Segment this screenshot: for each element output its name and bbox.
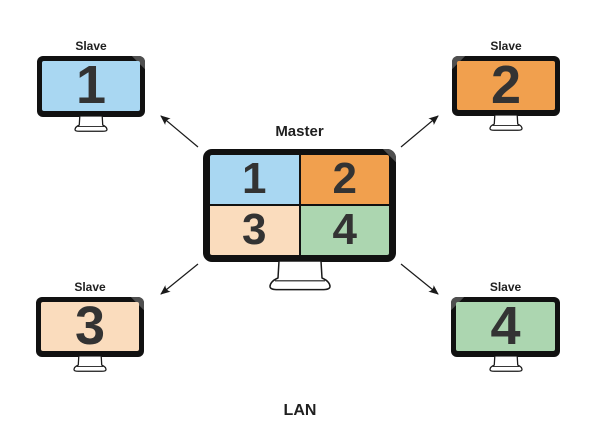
slave-4-bezel: 4 [451, 297, 560, 357]
slave-monitor-2: Slave 2 [452, 39, 560, 131]
monitor-stand [74, 116, 108, 132]
slave-monitor-3: Slave 3 [36, 280, 144, 372]
master-quadrant-2: 2 [300, 155, 389, 204]
slave-2-bezel: 2 [452, 56, 560, 116]
master-monitor: Master 1 2 3 4 [203, 123, 396, 291]
slave-2-number: 2 [490, 56, 522, 115]
slave-1-bezel: 1 [37, 56, 145, 117]
lan-caption: LAN [283, 402, 317, 419]
slave-4-number: 4 [490, 297, 521, 356]
master-quadrant-3-number: 3 [242, 204, 267, 254]
slave-3-number: 3 [74, 297, 106, 356]
slave-3-screen: 3 [41, 297, 139, 356]
slave-1-number: 1 [75, 56, 107, 115]
slave-1-screen: 1 [42, 56, 140, 115]
master-quadrant-4-number: 4 [332, 204, 357, 254]
master-label: Master [275, 123, 324, 140]
slave-4-label: Slave [489, 280, 522, 294]
slave-monitor-4: Slave 4 [451, 280, 560, 372]
slave-3-bezel: 3 [36, 297, 144, 357]
master-screen: 1 2 3 4 [210, 155, 389, 255]
arrow-master-to-slave-3 [160, 263, 199, 295]
master-quadrant-1: 1 [210, 155, 299, 204]
monitor-stand [268, 261, 331, 291]
arrow-master-to-slave-1 [160, 115, 199, 148]
master-quadrant-4: 4 [300, 204, 389, 255]
slave-4-screen: 4 [456, 297, 555, 356]
slave-monitor-1: Slave 1 [37, 39, 145, 132]
master-quadrant-2-number: 2 [332, 155, 357, 203]
monitor-stand [73, 356, 107, 372]
slave-1-label: Slave [75, 39, 107, 53]
monitor-stand [488, 356, 523, 372]
master-quadrant-1-number: 1 [242, 155, 267, 203]
arrow-master-to-slave-4 [400, 263, 439, 295]
master-bezel: 1 2 3 4 [203, 149, 396, 262]
slave-2-label: Slave [490, 39, 522, 53]
slave-3-label: Slave [74, 280, 106, 294]
master-quadrant-3: 3 [210, 206, 299, 255]
slave-2-screen: 2 [457, 56, 555, 115]
monitor-stand [489, 115, 523, 131]
arrow-master-to-slave-2 [400, 115, 439, 148]
